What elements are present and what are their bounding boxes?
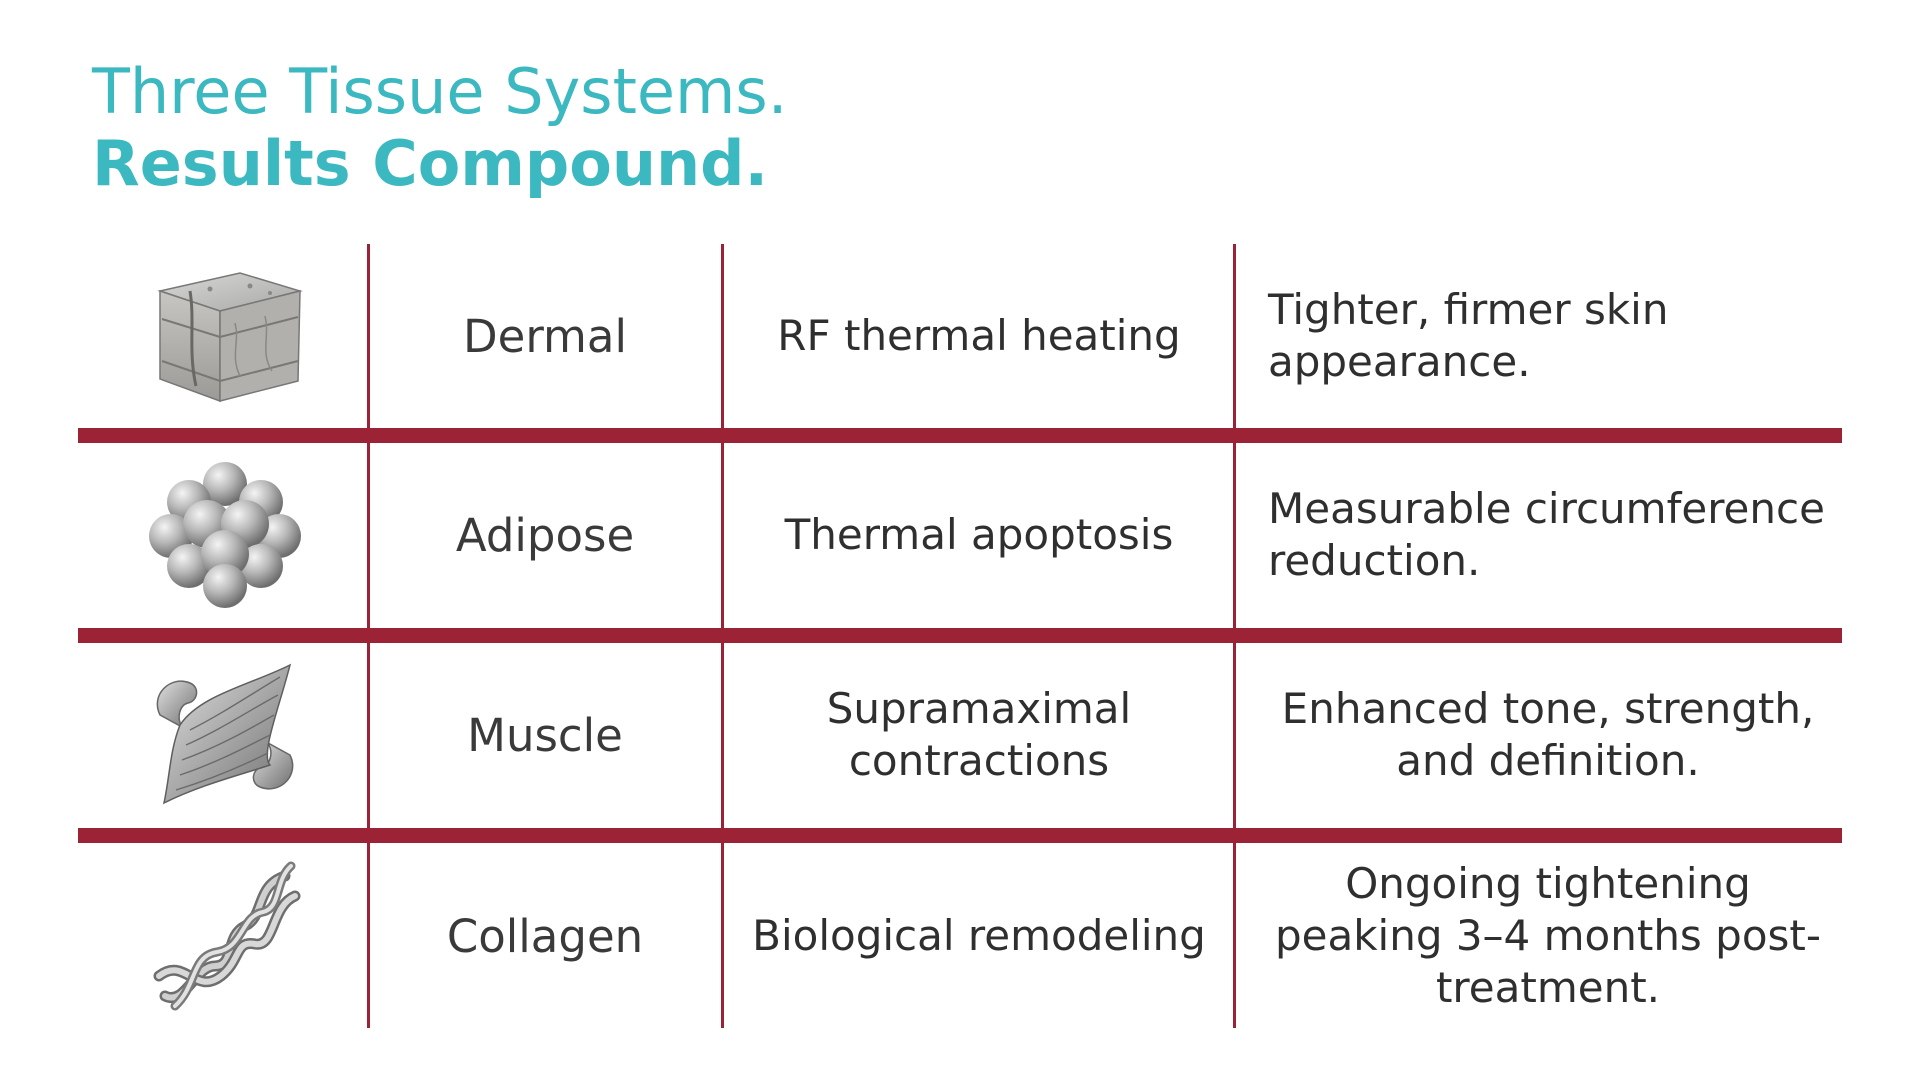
title-line-2: Results Compound. <box>92 127 769 200</box>
collagen-helix-icon <box>110 846 340 1026</box>
mechanism-text: Thermal apoptosis <box>784 510 1174 559</box>
page-title: Three Tissue Systems. Results Compound. <box>92 56 787 200</box>
fat-cells-cluster-icon <box>110 446 340 624</box>
result-text: Ongoing tightening peaking 3–4 months po… <box>1274 859 1822 1012</box>
mechanism-text: RF thermal heating <box>777 311 1181 360</box>
row-divider <box>78 828 1842 843</box>
result-text: Measurable circumference reduction. <box>1268 484 1825 585</box>
row-divider <box>78 428 1842 443</box>
result-text: Enhanced tone, strength, and definition. <box>1281 684 1815 785</box>
tissue-name: Muscle <box>467 708 623 762</box>
tissue-name: Adipose <box>455 508 635 562</box>
skin-layers-icon <box>110 250 340 422</box>
mechanism-text: Supramaximal contractions <box>826 684 1132 785</box>
tissue-name: Collagen <box>446 909 644 963</box>
muscle-arm-icon <box>110 646 340 824</box>
result-text: Tighter, firmer skin appearance. <box>1268 285 1669 386</box>
mechanism-text: Biological remodeling <box>752 911 1206 960</box>
row-divider <box>78 628 1842 643</box>
title-line-1: Three Tissue Systems. <box>92 55 788 128</box>
tissue-name: Dermal <box>463 309 627 363</box>
